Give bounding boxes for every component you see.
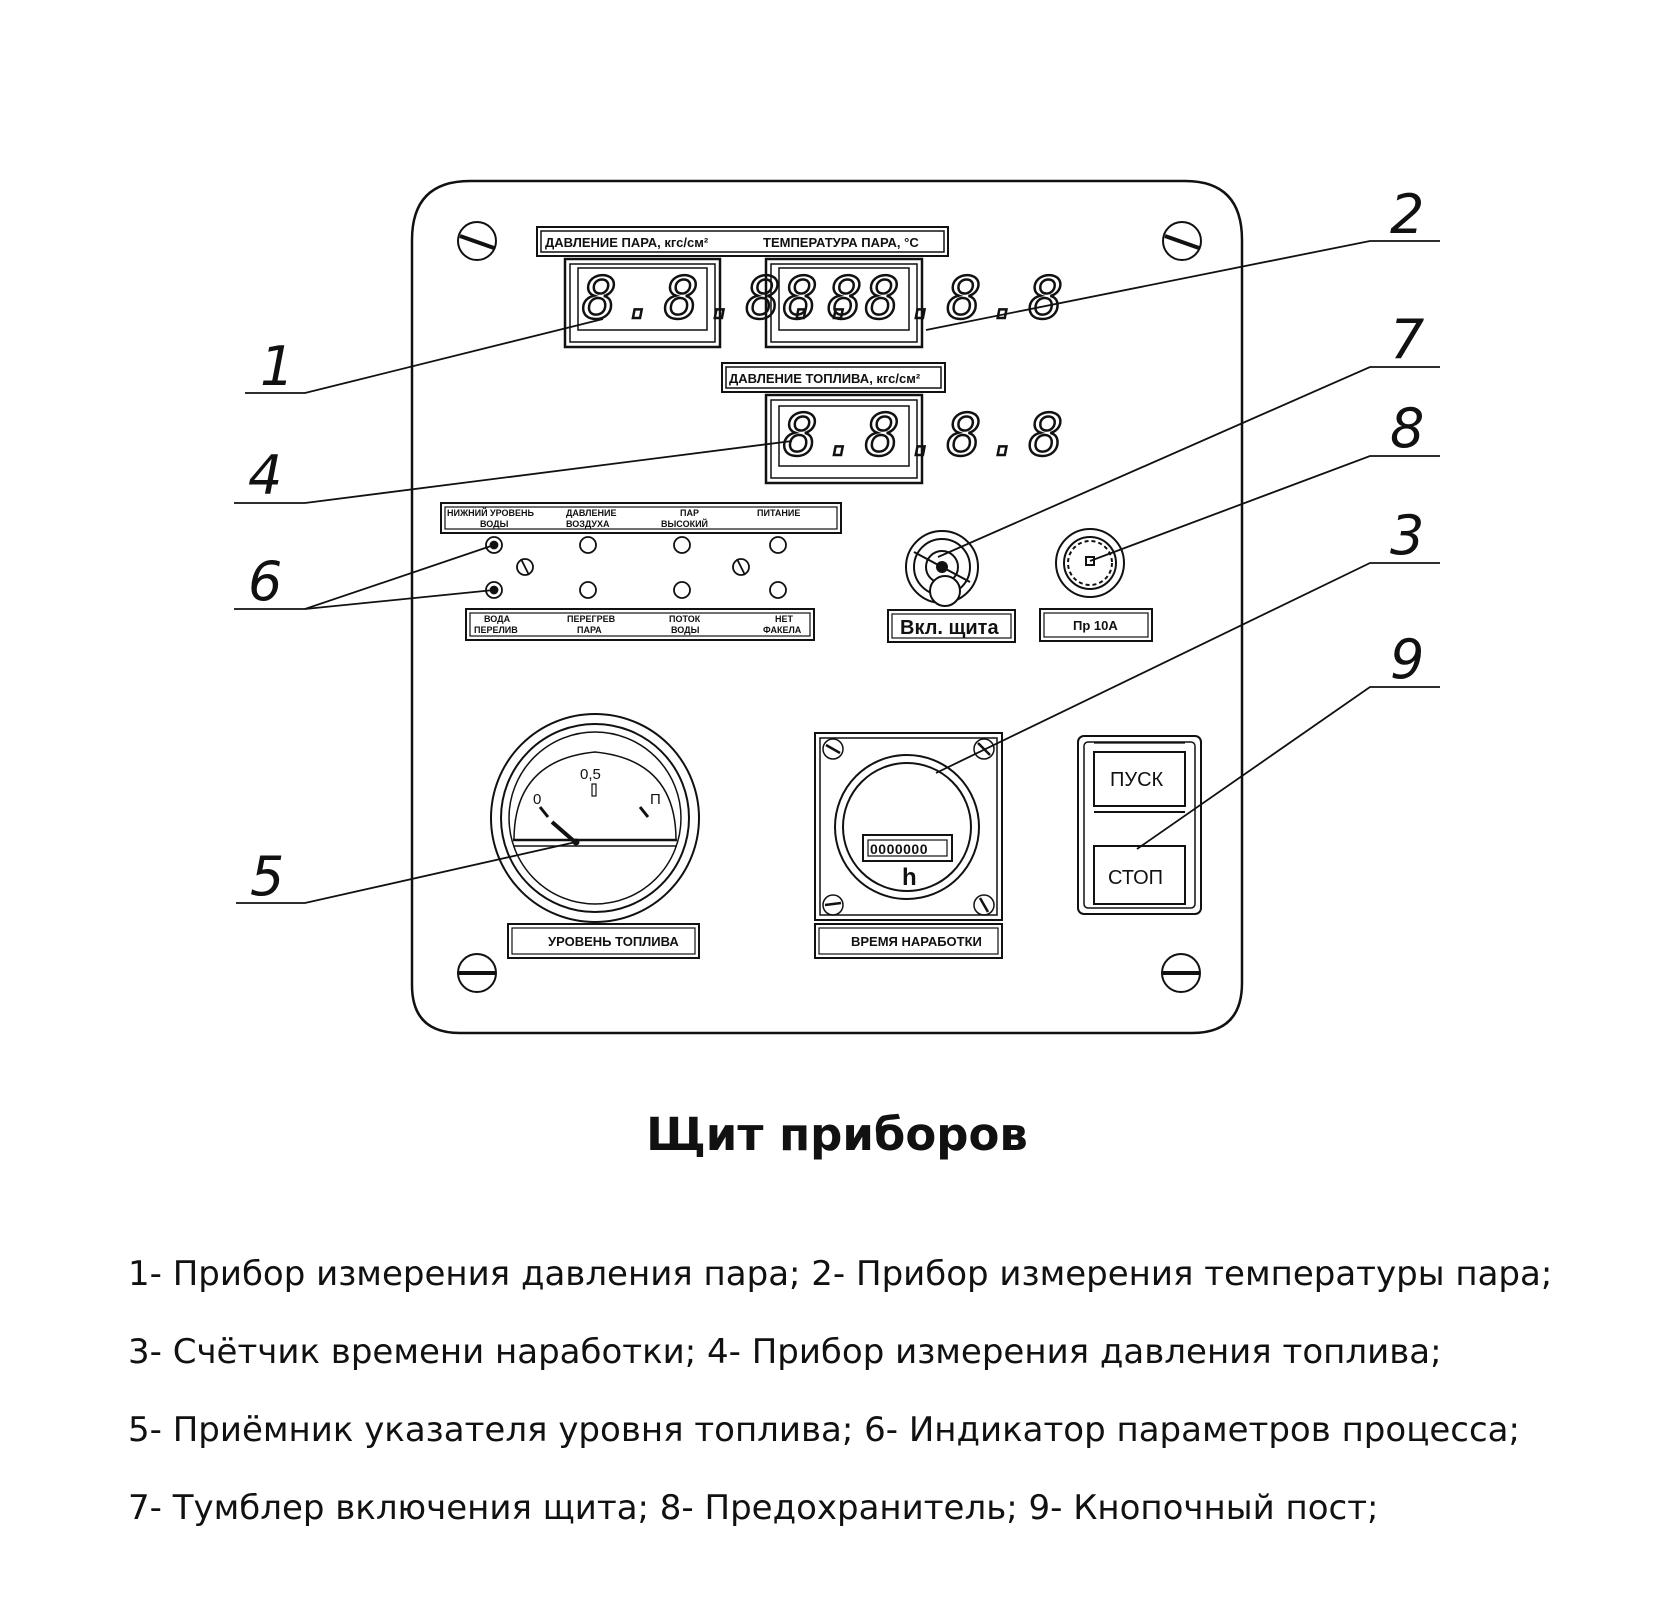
fuel-level-gauge xyxy=(490,713,700,923)
legend-line: 7- Тумблер включения щита; 8- Предохрани… xyxy=(128,1488,1379,1528)
steam-temperature-label: ТЕМПЕРАТУРА ПАРА, °С xyxy=(763,235,919,250)
steam-temperature-digits: 8.8.8.8 xyxy=(783,264,1069,332)
fuel-gauge-label: УРОВЕНЬ ТОПЛИВА xyxy=(548,934,679,949)
indicator-bottom-label: ПОТОК xyxy=(669,614,701,624)
leader-lines xyxy=(234,240,1440,904)
steam-pressure-digits: 8.8.8.8 xyxy=(582,264,868,332)
fuse-label: Пр 10А xyxy=(1073,618,1118,633)
fuel-pressure-label: ДАВЛЕНИЕ ТОПЛИВА, кгс/см² xyxy=(729,371,921,386)
steam-pressure-display: 8.8.8.8 xyxy=(563,257,868,349)
callout-number: 4 xyxy=(248,444,282,507)
callout-number: 9 xyxy=(1390,628,1424,691)
callout-number: 8 xyxy=(1390,397,1424,460)
indicator-top-label: ПАР xyxy=(680,508,699,518)
fuse-holder[interactable] xyxy=(1055,528,1125,598)
fuel-gauge-mark-full: П xyxy=(650,791,661,808)
fuel-gauge-mark-0: 0 xyxy=(533,791,541,808)
indicator-bottom-label: ПЕРЕГРЕВ xyxy=(567,614,616,624)
indicator-bottom-label: ФАКЕЛА xyxy=(763,625,802,635)
indicator-bottom-label: ПАРА xyxy=(577,625,602,635)
button-post xyxy=(1077,735,1202,915)
hour-meter-digits: 0000000 xyxy=(870,841,928,857)
fuel-gauge-mark-half: 0,5 xyxy=(580,766,601,783)
screw-icon xyxy=(457,221,497,261)
indicator-top-label: ВОЗДУХА xyxy=(566,519,610,529)
callout-number: 7 xyxy=(1390,308,1424,371)
hour-meter-label: ВРЕМЯ НАРАБОТКИ xyxy=(851,934,982,949)
callout-number: 3 xyxy=(1390,504,1424,567)
callout-number: 1 xyxy=(260,335,294,398)
screw-icon xyxy=(457,953,497,993)
indicator-top-label: ПИТАНИЕ xyxy=(757,508,800,518)
start-button[interactable]: ПУСК xyxy=(1093,751,1186,807)
indicator-bottom-label: ВОДЫ xyxy=(671,625,700,635)
fuel-pressure-digits: 8.8.8.8 xyxy=(783,401,1069,469)
panel-plate xyxy=(410,179,1244,1035)
steam-temperature-display: 8.8.8.8 xyxy=(764,257,1069,349)
hour-meter-unit: h xyxy=(902,864,917,891)
hour-meter xyxy=(814,732,1003,921)
indicator-bottom-label: ПЕРЕЛИВ xyxy=(474,625,518,635)
legend-line: 3- Счётчик времени наработки; 4- Прибор … xyxy=(128,1332,1442,1372)
indicator-top-label: ВОДЫ xyxy=(480,519,509,529)
callout-number: 2 xyxy=(1390,183,1424,246)
fuel-pressure-display: 8.8.8.8 xyxy=(764,393,1069,485)
toggle-label: Вкл. щита xyxy=(900,617,999,639)
screw-icon xyxy=(1162,221,1202,261)
legend-line: 1- Прибор измерения давления пара; 2- Пр… xyxy=(128,1254,1553,1294)
start-button-label: ПУСК xyxy=(1110,769,1164,791)
legend: 1- Прибор измерения давления пара; 2- Пр… xyxy=(128,1235,1658,1547)
screw-icon xyxy=(1161,953,1201,993)
panel-toggle-switch[interactable] xyxy=(905,530,979,607)
callout-number: 6 xyxy=(248,550,282,613)
stop-button-label: СТОП xyxy=(1108,867,1163,889)
indicator-top-label: НИЖНИЙ УРОВЕНЬ xyxy=(447,507,535,518)
stop-button[interactable]: СТОП xyxy=(1093,845,1186,905)
legend-line: 5- Приёмник указателя уровня топлива; 6-… xyxy=(128,1410,1520,1450)
indicator-bottom-label: НЕТ xyxy=(775,614,794,624)
indicator-bottom-label: ВОДА xyxy=(484,614,511,624)
indicator-lamps xyxy=(485,536,787,599)
indicator-top-label: ВЫСОКИЙ xyxy=(661,518,708,529)
indicator-top-label: ДАВЛЕНИЕ xyxy=(566,508,616,518)
caption-title: Щит приборов xyxy=(646,1108,1028,1161)
instrument-panel-drawing: ДАВЛЕНИЕ ПАРА, кгс/см² ТЕМПЕРАТУРА ПАРА,… xyxy=(234,179,1440,1035)
steam-pressure-label: ДАВЛЕНИЕ ПАРА, кгс/см² xyxy=(545,235,709,250)
callout-number: 5 xyxy=(250,845,284,908)
